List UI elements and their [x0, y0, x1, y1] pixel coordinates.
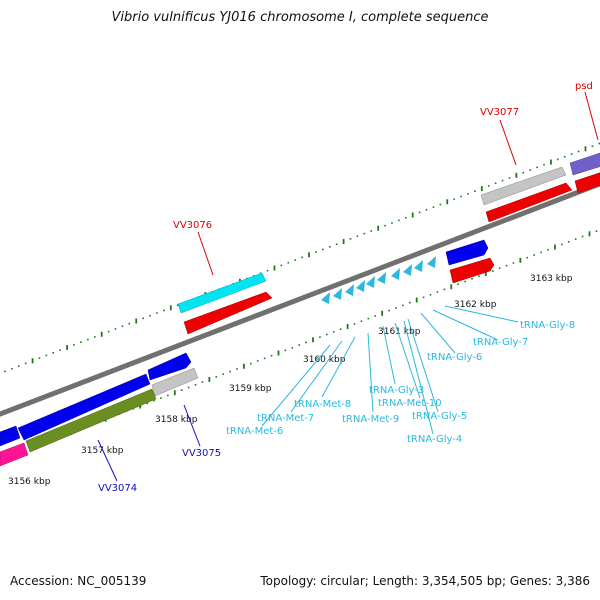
leader-trna-met-10 — [394, 322, 421, 399]
gene-label-group: VV3076 VV3077 psd VV3075 VV3074 — [98, 81, 593, 494]
gene-blue-edge[interactable] — [0, 425, 21, 447]
trna-arrow-9[interactable] — [414, 260, 423, 272]
leader-vv3075 — [183, 404, 201, 447]
trna-leaders — [261, 305, 519, 435]
gene-vv3077-cds-gray[interactable] — [480, 166, 567, 206]
trna-label-gly-8[interactable]: tRNA-Gly-8 — [520, 320, 575, 331]
kbp-label-3161: 3161 kbp — [378, 327, 421, 337]
leader-trna-met-9 — [367, 332, 374, 413]
kbp-label-3158: 3158 kbp — [155, 415, 198, 425]
trna-arrow-3[interactable] — [345, 284, 354, 296]
gene-magenta-edge[interactable] — [0, 442, 29, 467]
trna-label-gly-3[interactable]: tRNA-Gly-3 — [369, 385, 424, 396]
trna-label-group: tRNA-Gly-8 tRNA-Gly-7 tRNA-Gly-6 tRNA-Gl… — [226, 320, 575, 445]
trna-label-met-8[interactable]: tRNA-Met-8 — [294, 399, 351, 410]
leader-psd — [584, 91, 599, 141]
trna-label-gly-7[interactable]: tRNA-Gly-7 — [473, 337, 528, 348]
trna-arrow-5[interactable] — [366, 276, 375, 288]
leader-trna-gly-8 — [444, 305, 519, 323]
map-title: Vibrio vulnificus YJ016 chromosome I, co… — [111, 10, 489, 25]
reverse-genes — [0, 239, 495, 467]
gene-vv3074-green[interactable] — [25, 388, 157, 453]
gene-red-small-a[interactable] — [449, 257, 495, 284]
trna-label-met-7[interactable]: tRNA-Met-7 — [257, 413, 314, 424]
trna-label-met-6[interactable]: tRNA-Met-6 — [226, 426, 283, 437]
accession-info: Accession: NC_005139 — [10, 574, 147, 588]
upper-tick-row — [4, 142, 600, 373]
trna-cluster — [321, 256, 436, 304]
gene-vv3076-cds-cyan[interactable] — [177, 272, 267, 314]
kbp-label-3162: 3162 kbp — [454, 300, 497, 310]
gene-label-vv3075[interactable]: VV3075 — [182, 448, 221, 459]
topology-info: Topology: circular; Length: 3,354,505 bp… — [260, 574, 590, 588]
trna-label-met-9[interactable]: tRNA-Met-9 — [342, 414, 399, 425]
chromosome-backbone — [0, 181, 600, 417]
gene-vv3075-gray[interactable] — [151, 367, 199, 397]
trna-label-gly-4[interactable]: tRNA-Gly-4 — [407, 434, 462, 445]
leader-vv3076 — [197, 231, 214, 276]
gene-blue-small-a[interactable] — [445, 239, 489, 266]
kbp-label-3160: 3160 kbp — [303, 355, 346, 365]
gene-label-vv3074[interactable]: VV3074 — [98, 483, 137, 494]
trna-arrow-7[interactable] — [391, 268, 400, 280]
trna-arrow-6[interactable] — [377, 272, 386, 284]
gene-vv3077-red[interactable] — [485, 182, 573, 223]
trna-arrow-8[interactable] — [403, 264, 412, 276]
leader-trna-gly-7 — [432, 309, 499, 341]
gene-blue-long[interactable] — [17, 373, 151, 441]
kbp-labels: 3156 kbp 3157 kbp 3158 kbp 3159 kbp 3160… — [8, 274, 573, 487]
leader-trna-met-8 — [321, 336, 356, 398]
kbp-label-3157: 3157 kbp — [81, 446, 124, 456]
trna-arrow-10[interactable] — [427, 256, 436, 268]
leader-vv3077 — [499, 119, 517, 166]
leader-trna-gly-4 — [403, 320, 434, 435]
leader-vv3074 — [97, 439, 118, 482]
trna-arrow-1[interactable] — [321, 292, 330, 304]
gene-label-psd[interactable]: psd — [575, 81, 593, 92]
trna-arrow-2[interactable] — [333, 288, 342, 300]
gene-leaders — [97, 91, 599, 482]
trna-label-gly-6[interactable]: tRNA-Gly-6 — [427, 352, 482, 363]
kbp-label-3159: 3159 kbp — [229, 384, 272, 394]
kbp-label-3156: 3156 kbp — [8, 477, 51, 487]
trna-arrow-4[interactable] — [356, 280, 365, 292]
trna-label-gly-5[interactable]: tRNA-Gly-5 — [412, 411, 467, 422]
gene-psd-purple[interactable] — [569, 152, 600, 176]
gene-label-vv3077[interactable]: VV3077 — [480, 107, 519, 118]
leader-trna-gly-3 — [382, 325, 396, 385]
gene-label-vv3076[interactable]: VV3076 — [173, 220, 212, 231]
gene-psd-red[interactable] — [574, 172, 600, 194]
leader-trna-met-7 — [290, 340, 343, 413]
leader-trna-gly-5 — [407, 318, 439, 413]
forward-genes — [177, 152, 600, 335]
leader-trna-met-6 — [261, 344, 331, 427]
gene-blue-right[interactable] — [147, 352, 192, 381]
kbp-label-3163: 3163 kbp — [530, 274, 573, 284]
trna-label-met-10[interactable]: tRNA-Met-10 — [378, 398, 442, 409]
gene-vv3076-red[interactable] — [183, 291, 273, 335]
leader-trna-gly-6 — [420, 312, 456, 354]
